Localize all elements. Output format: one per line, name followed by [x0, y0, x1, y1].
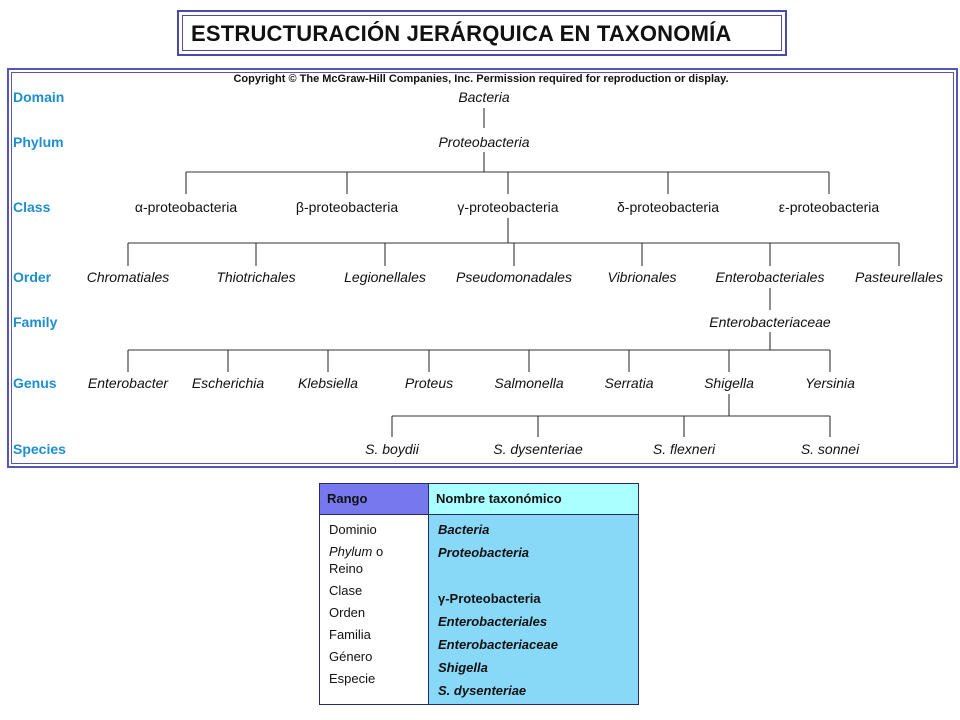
- rank-table: Rango Nombre taxonómico Dominio Phylum o…: [319, 483, 639, 705]
- taxon-class-gamma: γ-proteobacteria: [457, 199, 558, 215]
- taxon-genus-6: Serratia: [604, 375, 653, 391]
- taxon-class-alpha: α-proteobacteria: [135, 199, 237, 215]
- rank-label-family: Family: [13, 314, 58, 330]
- taxon-species-2: S. dysenteriae: [493, 441, 583, 457]
- taxon-genus-7: Shigella: [704, 375, 754, 391]
- taxon-phylum: Proteobacteria: [438, 134, 529, 150]
- table-rank-especie: Especie: [329, 671, 376, 686]
- taxon-order-1: Chromatiales: [87, 269, 169, 285]
- taxon-order-7: Pasteurellales: [855, 269, 943, 285]
- rank-label-species: Species: [13, 441, 66, 457]
- taxon-domain: Bacteria: [458, 89, 510, 105]
- taxon-order-4: Pseudomonadales: [456, 269, 572, 285]
- title-box: ESTRUCTURACIÓN JERÁRQUICA EN TAXONOMÍA: [177, 10, 787, 56]
- taxonomy-figure-frame: [7, 68, 958, 468]
- taxon-order-2: Thiotrichales: [216, 269, 295, 285]
- taxon-order-5: Vibrionales: [607, 269, 676, 285]
- table-rank-phylum-o: o: [372, 544, 384, 559]
- taxon-genus-8: Yersinia: [805, 375, 855, 391]
- taxon-genus-1: Enterobacter: [88, 375, 169, 391]
- tree-connectors: [127, 108, 900, 437]
- rank-label-class: Class: [13, 199, 51, 215]
- table-rank-reino: Reino: [329, 561, 363, 576]
- table-name-class: γ-Proteobacteria: [438, 591, 541, 606]
- table-name-family: Enterobacteriaceae: [438, 637, 558, 652]
- table-name-phylum: Proteobacteria: [438, 545, 530, 560]
- table-rank-orden: Orden: [329, 605, 366, 620]
- table-rank-genero: Género: [329, 649, 373, 664]
- table-rank-phylum-word: Phylum: [329, 544, 373, 559]
- taxon-family: Enterobacteriaceae: [709, 314, 831, 330]
- table-name-column: Bacteria Proteobacteria γ-Proteobacteria…: [429, 514, 638, 704]
- rank-label-genus: Genus: [13, 375, 57, 391]
- table-header-rank: Rango: [320, 484, 429, 514]
- rank-label-phylum: Phylum: [13, 134, 64, 150]
- taxon-genus-2: Escherichia: [192, 375, 265, 391]
- table-rank-familia: Familia: [329, 627, 371, 642]
- taxon-class-delta: δ-proteobacteria: [617, 199, 719, 215]
- taxon-species-1: S. boydii: [365, 441, 420, 457]
- taxon-order-6: Enterobacteriales: [716, 269, 825, 285]
- table-name-genus: Shigella: [438, 660, 488, 675]
- table-rank-dominio: Dominio: [329, 522, 377, 537]
- table-name-order: Enterobacteriales: [438, 614, 548, 629]
- rank-label-order: Order: [13, 269, 52, 285]
- table-header-name: Nombre taxonómico: [429, 484, 638, 514]
- table-name-domain: Bacteria: [438, 522, 490, 537]
- table-rank-clase: Clase: [329, 583, 363, 598]
- table-name-species: S. dysenteriae: [438, 683, 527, 698]
- taxon-species-4: S. sonnei: [801, 441, 860, 457]
- copyright-notice: Copyright © The McGraw-Hill Companies, I…: [233, 73, 728, 85]
- taxon-order-3: Legionellales: [344, 269, 426, 285]
- taxon-class-epsilon: ε-proteobacteria: [779, 199, 880, 215]
- taxon-class-beta: β-proteobacteria: [296, 199, 398, 215]
- taxon-genus-4: Proteus: [405, 375, 453, 391]
- taxon-species-3: S. flexneri: [653, 441, 716, 457]
- rank-label-domain: Domain: [13, 89, 64, 105]
- taxon-genus-5: Salmonella: [494, 375, 563, 391]
- taxon-genus-3: Klebsiella: [298, 375, 358, 391]
